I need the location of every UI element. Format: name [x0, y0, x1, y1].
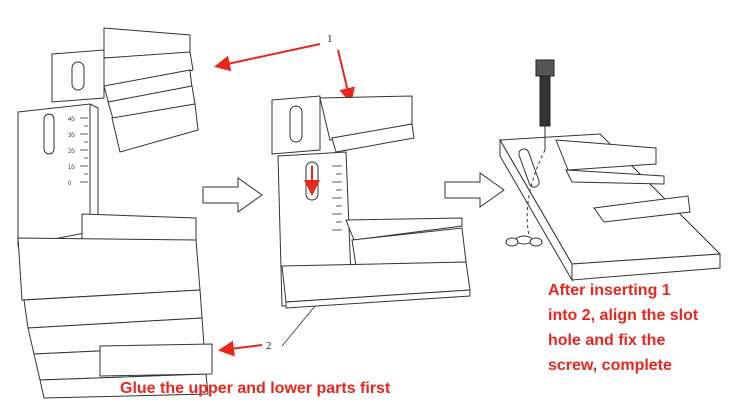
- middle-upper-plate-2: [331, 123, 415, 153]
- caption-after-insert: After inserting 1 into 2, align the slot…: [548, 278, 698, 378]
- middle-assembly: [271, 95, 471, 309]
- ruler-tick-10: 10: [68, 165, 75, 171]
- right-assembly: [499, 59, 722, 282]
- step-arrow-1: [202, 177, 263, 213]
- wing-nut-icon: [505, 235, 543, 247]
- right-lower-plate: [593, 195, 691, 223]
- middle-lower-plate-1: [345, 217, 463, 241]
- caption-line-4: screw, complete: [548, 357, 672, 374]
- step-arrow-2: [444, 172, 505, 208]
- screw-path-dashed: [526, 149, 546, 241]
- arrow-label2-to-left: [218, 340, 263, 357]
- part-label-2: 2: [266, 340, 272, 352]
- leader-label2: [281, 299, 321, 347]
- arrow-label1-to-left: [214, 43, 321, 72]
- arrow-label1-to-middle: [337, 49, 355, 104]
- caption-line-2: into 2, align the slot: [548, 307, 699, 324]
- right-upper-plate-2: [565, 169, 665, 185]
- ruler-tick-40: 40: [68, 117, 75, 123]
- lower-side-plate: [99, 343, 213, 377]
- left-exploded-parts: 40 30 20 10 0: [17, 27, 213, 399]
- caption-glue-parts: Glue the upper and lower parts first: [120, 380, 391, 397]
- middle-top-slot: [289, 105, 303, 143]
- screw-icon: [535, 59, 555, 150]
- ruler-tick-0: 0: [68, 181, 72, 187]
- caption-line-3: hole and fix the: [548, 332, 666, 349]
- right-upper-plate-1: [555, 139, 657, 171]
- lower-plate-1: [17, 237, 201, 301]
- part-label-1: 1: [327, 33, 333, 45]
- right-slot: [518, 148, 540, 188]
- ruler-tick-20: 20: [68, 149, 75, 155]
- ruler-numbers-left: 40 30 20 10 0: [68, 117, 75, 187]
- ruler-tick-30: 30: [68, 133, 75, 139]
- ruler-ticks-left: [80, 117, 88, 183]
- right-base-front: [571, 253, 721, 281]
- upper-slot-hole: [71, 61, 85, 91]
- lower-plate-5: [39, 373, 209, 399]
- upper-plate-5: [111, 103, 199, 153]
- ruler-ticks-middle: [332, 165, 342, 231]
- middle-base-edge: [285, 289, 471, 309]
- ruler-slot-hole: [43, 113, 55, 155]
- caption-line-1: After inserting 1: [548, 282, 671, 299]
